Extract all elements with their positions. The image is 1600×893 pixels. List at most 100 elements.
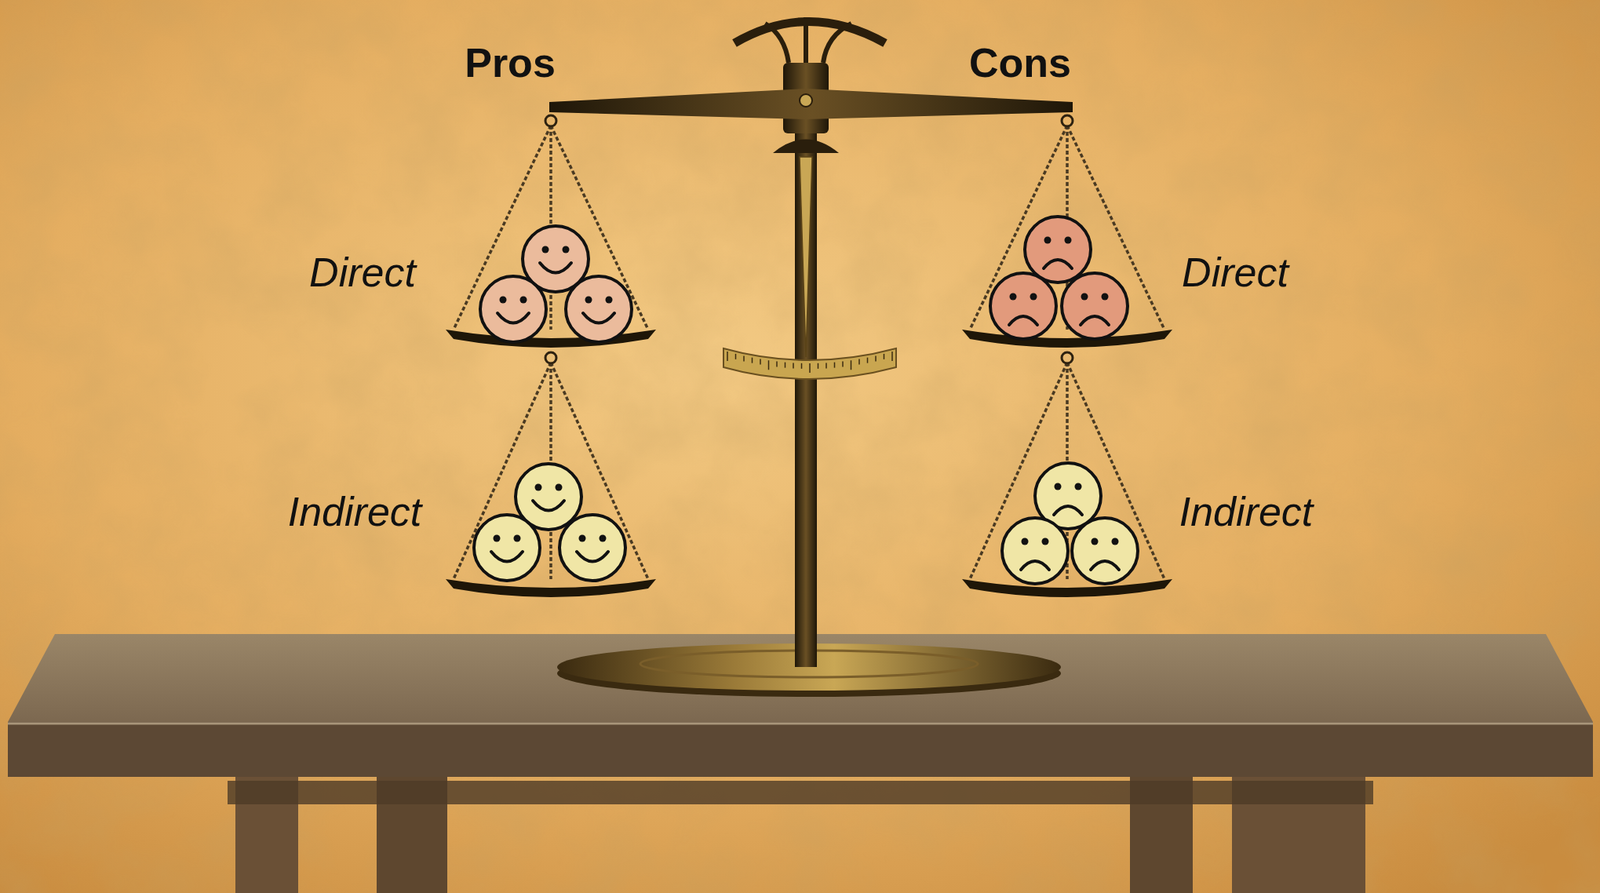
mouth [1043,259,1072,269]
eye [1030,293,1038,301]
eye [1044,236,1052,245]
dial-tick [735,353,737,360]
eye [499,296,507,304]
mouth [1090,561,1119,570]
table-highlight [7,722,1593,726]
smiley-face [473,514,540,581]
dial-tick [817,363,820,369]
dial-tick [743,355,745,361]
mouth [1009,316,1038,325]
face [1024,216,1091,283]
eye [1021,538,1029,546]
scale-pivot [799,94,813,107]
scale-pan [445,329,657,348]
scale-pan [962,579,1173,598]
mouth [532,500,565,511]
eye [1111,538,1119,546]
mouth [497,313,529,324]
eye [605,296,613,304]
smiley-face [565,276,632,343]
frowny-face [990,273,1057,339]
row-label: Indirect [1179,489,1314,535]
dial-tick [867,357,869,364]
eye [1042,538,1050,546]
scale-collar [772,139,839,154]
smiley-face [559,514,626,581]
eye [1091,538,1099,546]
scale-crown-prongs [765,17,852,63]
mouth [1020,561,1050,570]
dial-tick [874,355,877,361]
dial-tick [858,359,861,365]
dial-tick [776,361,778,368]
eye [562,246,570,254]
eye [1081,293,1089,301]
face [473,514,540,581]
face [565,276,632,343]
table [7,634,1593,893]
eye [1064,236,1072,245]
face [480,276,547,343]
dial-tick [883,353,886,360]
mouth [539,262,572,274]
column-heading: Pros [464,40,556,86]
table-edge [7,721,1593,777]
dial-tick [809,363,811,373]
face [1071,517,1138,584]
row-label: Indirect [287,489,423,535]
scale-pan [445,579,657,598]
pan-hook [1061,115,1073,127]
mouth [491,551,523,562]
frowny-face [1002,517,1068,584]
pan-hook [545,115,557,127]
eye [1075,483,1083,491]
eye [493,535,501,543]
dial-tick [792,362,795,369]
eye [542,246,550,254]
dial-tick [834,362,836,369]
eye [599,535,607,543]
dial-tick [751,357,754,364]
mouth [1053,506,1083,515]
scale-pan [962,329,1173,348]
scale-dial [723,348,897,380]
eye [585,296,593,304]
eye [1009,293,1017,301]
pan-hook [1061,352,1073,364]
eye [1101,293,1109,301]
face [559,514,626,581]
pan-hook [545,352,557,364]
dial-tick [825,362,828,369]
frowny-face [1071,517,1138,584]
eye [555,484,563,492]
column-heading: Cons [969,40,1072,86]
face [1002,517,1068,584]
mouth [1080,316,1109,325]
dial-tick [801,363,803,369]
dial-tick [891,351,893,361]
eye [535,484,543,492]
mouth [576,551,609,562]
frowny-face [1024,216,1091,283]
eye [579,535,587,543]
face [1061,273,1128,339]
scale-beam [549,88,1073,120]
smiley-face [480,276,547,343]
row-label: Direct [309,250,416,296]
scale-needle [799,156,813,358]
scale [445,17,1173,697]
dial-tick [850,360,853,370]
dial-tick [841,361,844,368]
mouth [583,313,615,324]
eye [1054,483,1062,491]
eye [513,535,522,543]
eye [520,296,528,304]
dial-tick [759,359,762,365]
scale-crown [734,21,886,44]
face [990,273,1057,339]
frowny-face [1061,273,1128,339]
table-rail [227,780,1374,805]
